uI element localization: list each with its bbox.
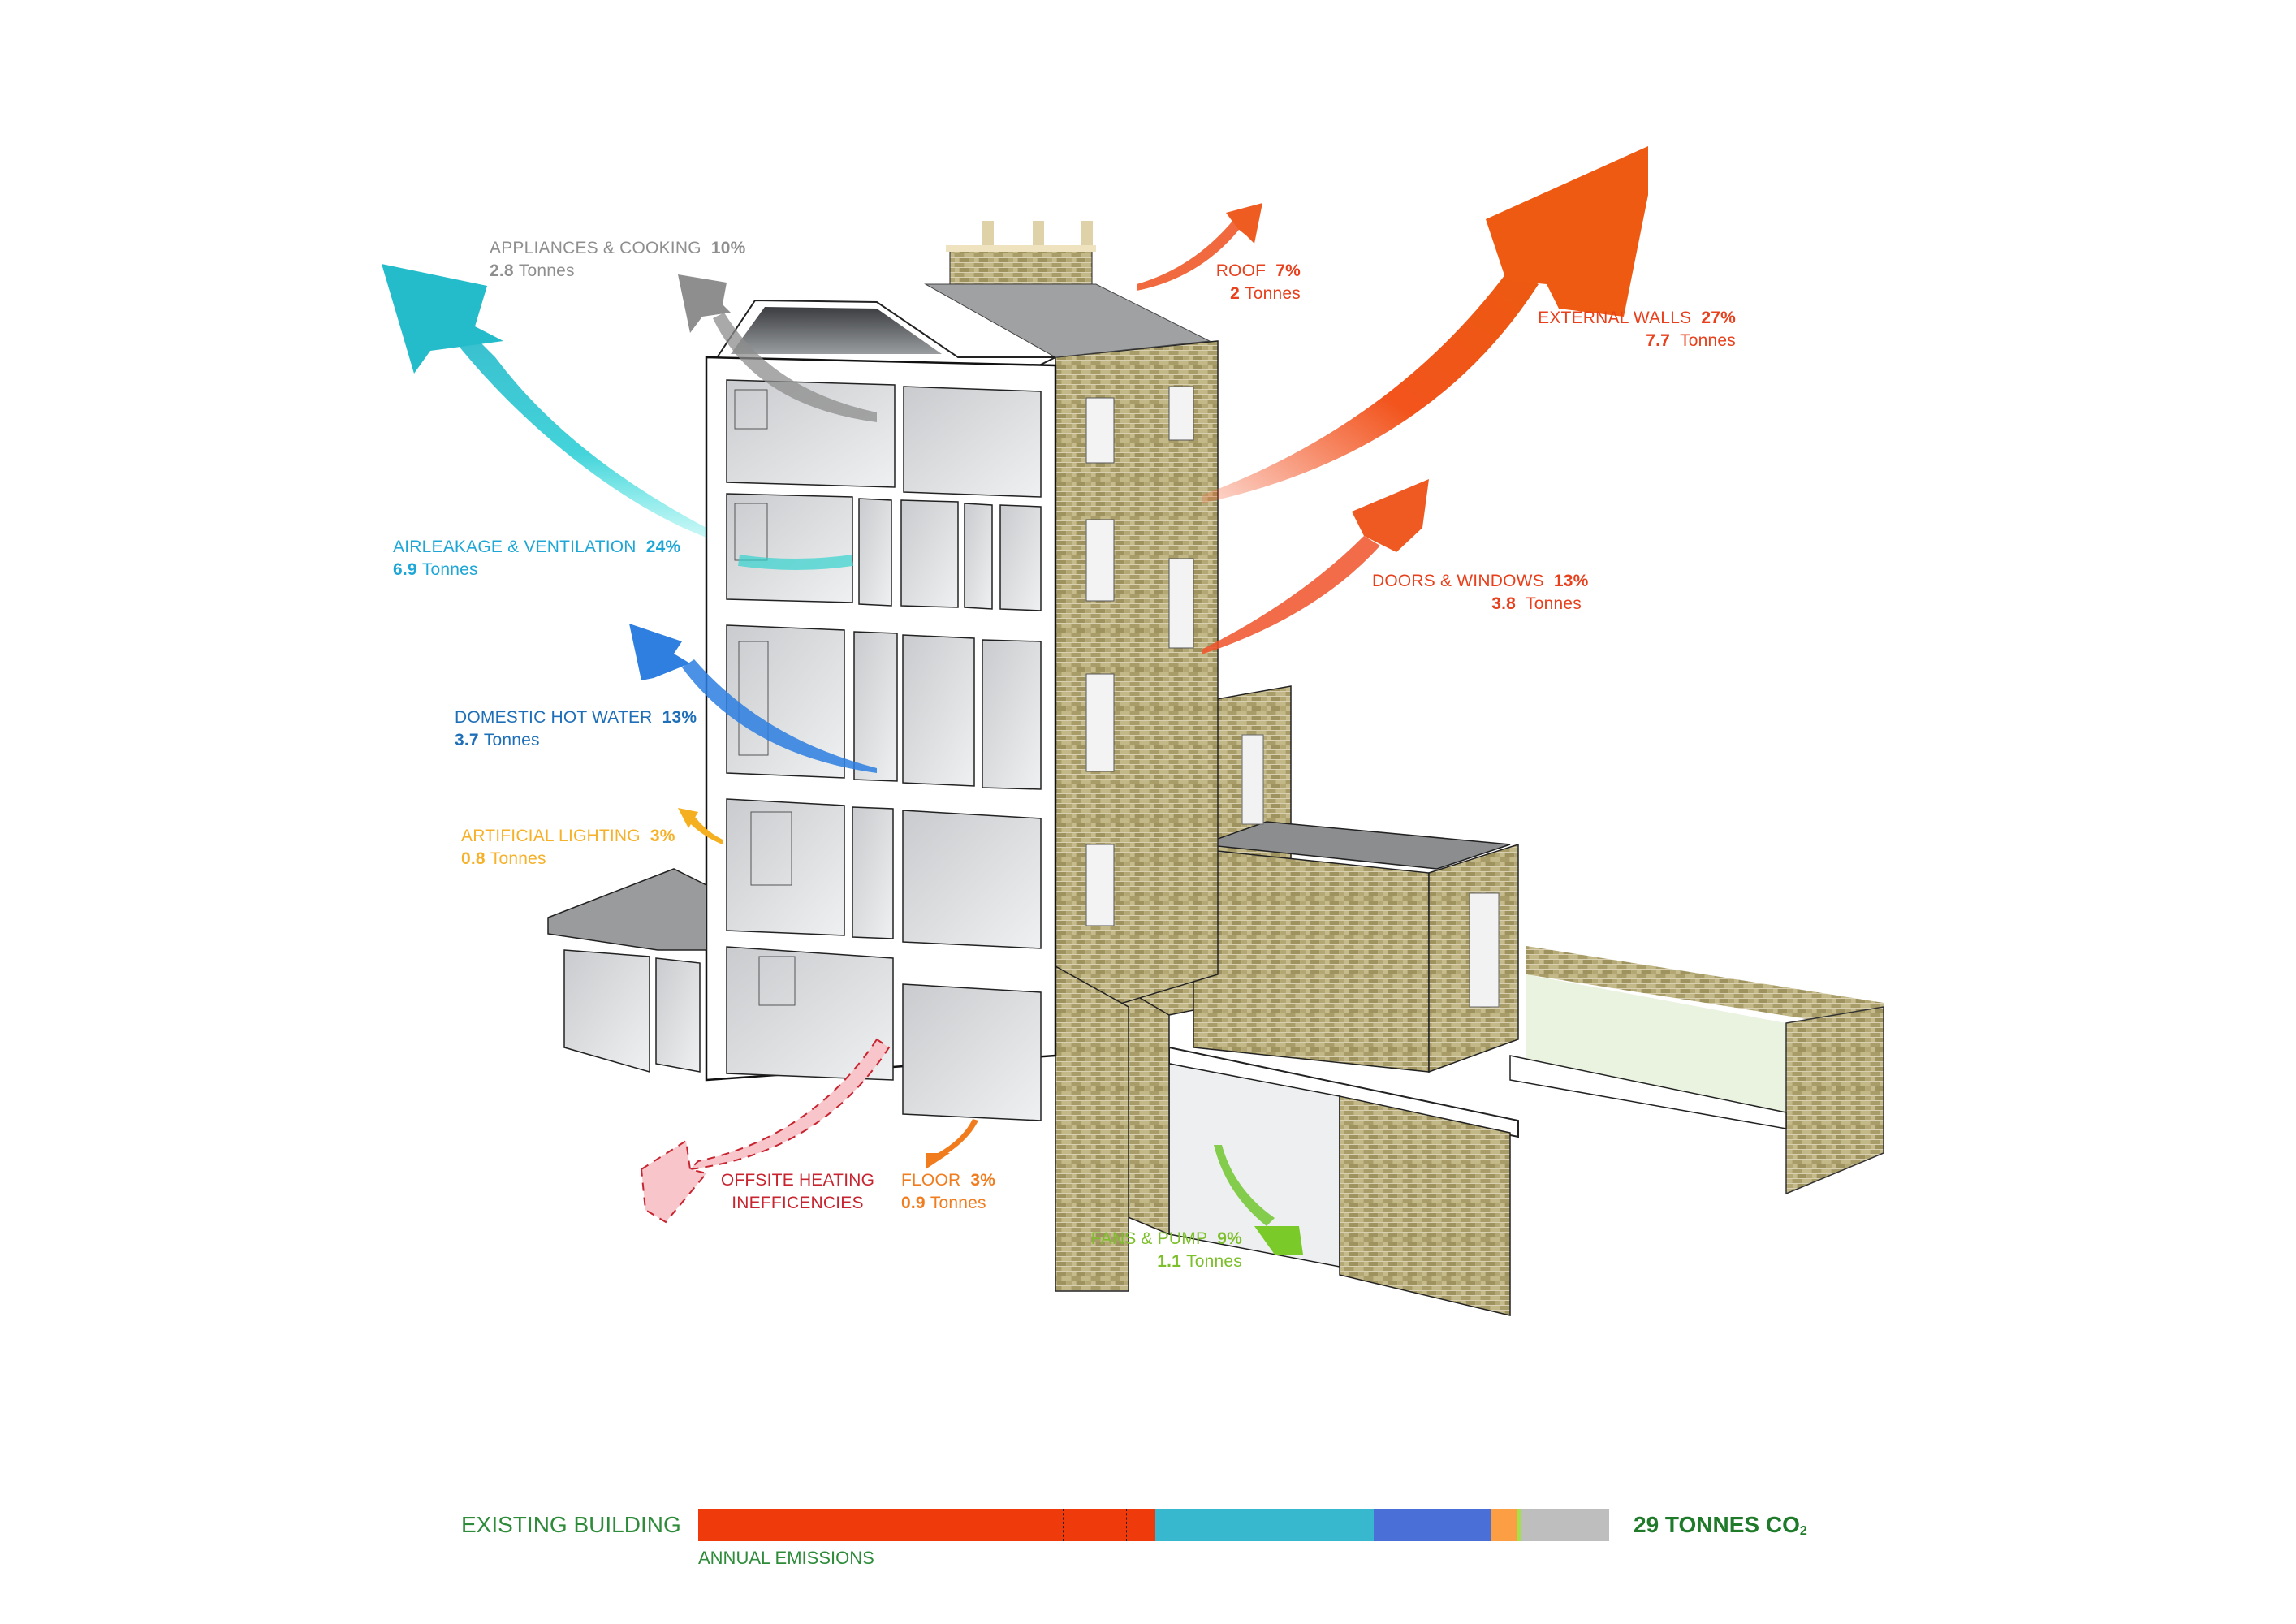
label-offsite-heating: OFFSITE HEATING INEFFICENCIES [719,1169,877,1215]
label-unit: Tonnes [1186,1252,1242,1271]
bar-subtitle: ANNUAL EMISSIONS [698,1548,874,1568]
arrow-appliances [678,274,877,422]
label-appliances: APPLIANCES & COOKING 10% 2.8 Tonnes [490,237,745,283]
label-lighting: ARTIFICIAL LIGHTING 3% 0.8 Tonnes [461,825,675,870]
arrow-hot-water [629,624,877,773]
roof [714,221,1211,375]
arrow-lighting [678,808,723,844]
label-line2: INEFFICENCIES [732,1194,864,1212]
label-name: ROOF [1215,261,1267,280]
bar-segment-doors-windows [942,1509,1064,1541]
section-cut [705,356,1057,1121]
arrow-roof [1137,203,1262,291]
label-unit: Tonnes [483,731,540,749]
label-percent: 3% [650,827,675,845]
garden-wall [1509,946,1884,1195]
label-name: FANS & PUMP [1090,1229,1208,1248]
label-tonnes: 3.7 [455,731,479,749]
label-doors-windows: DOORS & WINDOWS 13% 3.8 Tonnes [1372,570,1588,615]
main-facade [1055,340,1219,1292]
label-floor: FLOOR 3% 0.9 Tonnes [901,1169,995,1215]
label-airleakage: AIRLEAKAGE & VENTILATION 24% 6.9 Tonnes [393,536,680,581]
label-tonnes: 0.9 [901,1194,926,1212]
bar-segment-floor [1126,1509,1155,1541]
bar-segment-artificial-lighting [1491,1509,1517,1541]
bar-segment-roof [1063,1509,1127,1541]
label-hot-water: DOMESTIC HOT WATER 13% 3.7 Tonnes [455,706,697,752]
label-percent: 13% [662,708,697,727]
label-unit: Tonnes [930,1194,986,1212]
label-name: ARTIFICIAL LIGHTING [461,827,641,845]
label-roof: ROOF 7% 2 Tonnes [1210,260,1301,305]
label-tonnes: 7.7 [1646,331,1670,350]
bar-segment-fans-pump [1516,1509,1521,1541]
bar-total-text: 29 TONNES CO [1634,1512,1800,1537]
front-vaults [547,868,707,1073]
label-external-walls: EXTERNAL WALLS 27% 7.7 Tonnes [1526,307,1736,352]
bar-total: 29 TONNES CO2 [1634,1509,1807,1545]
bar-segment-appliances-cooking [1520,1509,1609,1541]
label-unit: Tonnes [1680,331,1736,350]
bar-title: EXISTING BUILDING [461,1512,681,1537]
bar-total-subscript: 2 [1799,1524,1807,1538]
label-name: EXTERNAL WALLS [1538,309,1692,327]
arrow-airleakage [382,264,853,570]
label-percent: 13% [1553,572,1589,590]
label-fans-pump: FANS & PUMP 9% 1.1 Tonnes [1088,1228,1242,1273]
label-percent: 10% [710,239,746,257]
label-name: DOMESTIC HOT WATER [455,708,653,727]
label-tonnes: 2 [1230,284,1241,303]
label-percent: 24% [645,538,681,556]
label-percent: 7% [1275,261,1301,280]
label-unit: Tonnes [1245,284,1301,303]
arrow-offsite-heating [640,1038,891,1224]
arrow-fans-pump [1214,1145,1303,1255]
label-name: FLOOR [901,1171,961,1190]
label-tonnes: 1.1 [1157,1252,1182,1271]
emissions-bar [698,1509,1609,1541]
label-percent: 3% [970,1171,996,1190]
label-unit: Tonnes [490,849,546,868]
label-tonnes: 0.8 [461,849,486,868]
arrow-doors-windows [1202,479,1429,654]
label-unit: Tonnes [518,261,575,280]
label-name: AIRLEAKAGE & VENTILATION [393,538,637,556]
label-tonnes: 2.8 [490,261,514,280]
arrow-external-walls [1202,146,1648,503]
label-line1: OFFSITE HEATING [720,1171,875,1190]
bar-segment-external-walls [698,1509,943,1541]
bar-segment-airleakage-ventilation [1154,1509,1375,1541]
label-name: DOORS & WINDOWS [1372,572,1544,590]
label-unit: Tonnes [421,560,478,579]
label-name: APPLIANCES & COOKING [490,239,701,257]
label-percent: 9% [1217,1229,1242,1248]
bar-segment-domestic-hot-water [1374,1509,1491,1541]
label-tonnes: 6.9 [393,560,417,579]
label-unit: Tonnes [1526,594,1582,613]
arrow-floor [926,1119,978,1169]
label-percent: 27% [1701,309,1736,327]
label-tonnes: 3.8 [1491,594,1516,613]
